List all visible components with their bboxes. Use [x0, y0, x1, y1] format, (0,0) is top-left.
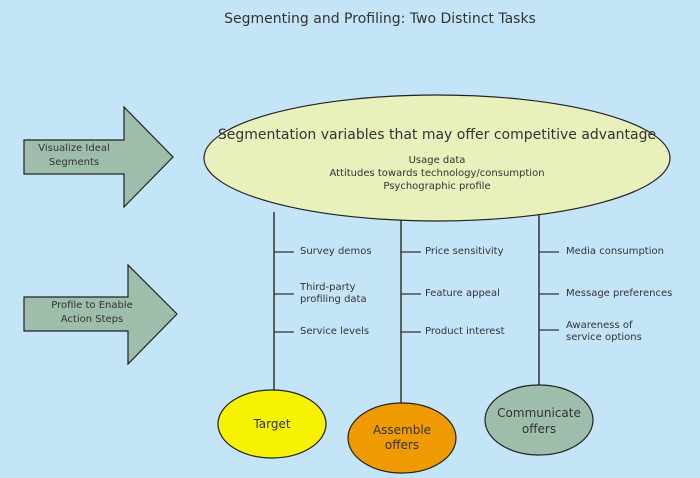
node-label-line: Communicate [497, 406, 581, 420]
arrow-label-line: Profile to Enable [51, 300, 133, 311]
column-item: Media consumption [566, 246, 664, 257]
arrow-profile [23, 263, 178, 366]
communicate-node [484, 384, 594, 456]
assemble-node [347, 402, 457, 474]
main-items: Usage data Attitudes towards technology/… [204, 154, 670, 193]
target-label: Target [253, 417, 291, 431]
main-item: Attitudes towards technology/consumption [329, 168, 545, 179]
column-item: Price sensitivity [425, 246, 504, 257]
column-item: Product interest [425, 326, 505, 337]
main-item: Psychographic profile [383, 181, 491, 192]
main-item: Usage data [408, 155, 466, 166]
column-item: Message preferences [566, 288, 673, 299]
arrow-label-line: Action Steps [60, 314, 124, 325]
column-item: Service levels [300, 326, 370, 337]
node-label-line: offers [384, 438, 420, 452]
main-heading: Segmentation variables that may offer co… [217, 127, 657, 143]
tick-marks [274, 251, 559, 333]
arrow-label: Profile to Enable Action Steps [24, 300, 160, 325]
assemble-label: Assemble offers [348, 423, 456, 453]
column-item: Third-party profiling data [300, 282, 367, 305]
main-ellipse [203, 94, 671, 222]
column-item: Feature appeal [425, 288, 500, 299]
arrow-label: Visualize Ideal Segments [24, 143, 124, 168]
arrow-visualize [23, 105, 174, 209]
node-label-line: offers [521, 422, 557, 436]
arrow-label-line: Segments [48, 157, 100, 168]
column-item: Awareness of service options [566, 320, 642, 343]
node-label-line: Assemble [372, 423, 432, 437]
page-title: Segmenting and Profiling: Two Distinct T… [224, 11, 536, 27]
arrow-label-line: Visualize Ideal [38, 143, 110, 154]
communicate-label: Communicate offers [485, 405, 593, 437]
column-item: Survey demos [300, 246, 372, 257]
target-node [217, 389, 327, 459]
